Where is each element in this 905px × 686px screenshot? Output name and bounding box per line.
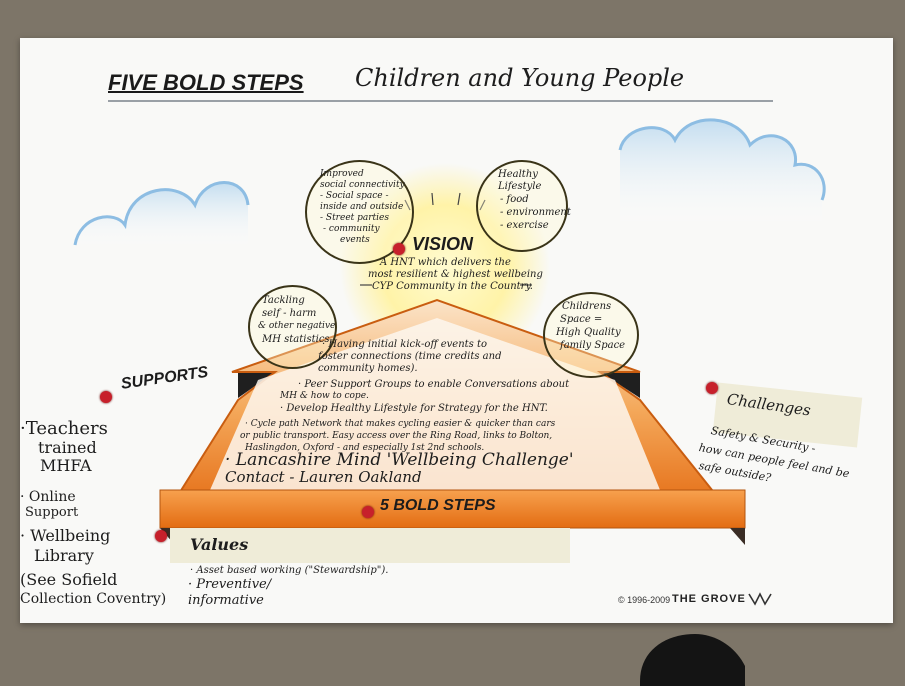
supports-note-4: · Online	[20, 489, 76, 505]
bubble-healthy-line-0: Healthy	[498, 169, 538, 180]
bubble-childrens	[543, 292, 639, 378]
cloud-right-icon	[618, 118, 826, 230]
supports-note-1: trained	[38, 438, 97, 457]
bubble-childrens-line-3: family Space	[560, 340, 626, 351]
house-inner	[210, 318, 660, 490]
steps-text-9: · Lancashire Mind 'Wellbeing Challenge'	[225, 450, 574, 470]
steps-text-10: Contact - Lauren Oakland	[225, 468, 422, 486]
vision-label: VISION	[412, 234, 474, 254]
supports-note-7: Library	[34, 546, 94, 565]
supports-note-9: Collection Coventry)	[20, 591, 167, 607]
values-item-0: · Asset based working ("Stewardship").	[190, 565, 389, 576]
slab-side-right	[730, 528, 745, 545]
copyright-text: © 1996-2009	[618, 595, 671, 605]
steps-text-3: · Peer Support Groups to enable Conversa…	[298, 379, 570, 390]
poster-title: FIVE BOLD STEPS	[108, 70, 304, 95]
values-item-1: · Preventive/	[188, 577, 272, 592]
bubble-self-harm-line-1: self - harm	[262, 308, 317, 319]
values-dot	[155, 530, 167, 542]
five-steps-dot	[362, 506, 374, 518]
bubble-healthy	[476, 160, 568, 252]
supports-note-2: MHFA	[40, 456, 92, 475]
vision-text-0: A HNT which delivers the	[380, 257, 511, 268]
bubble-healthy-line-1: Lifestyle	[498, 181, 542, 192]
bubble-childrens-line-2: High Quality	[556, 327, 621, 338]
steps-text-7: or public transport. Easy access over th…	[240, 431, 553, 441]
bubble-social-line-5: - community	[323, 224, 380, 234]
steps-text-6: · Cycle path Network that makes cycling …	[245, 419, 556, 429]
supports-note-8: (See Sofield	[20, 570, 118, 589]
shoe-shape	[640, 634, 745, 686]
supports-dot	[100, 391, 112, 403]
vision-dot	[393, 243, 405, 255]
cloud-left-icon	[73, 181, 250, 250]
bubble-social-line-2: - Social space -	[320, 191, 389, 201]
steps-text-4: MH & how to cope.	[280, 391, 369, 401]
title-underline	[108, 100, 773, 102]
bubble-social-line-4: - Street parties	[320, 213, 389, 223]
five-steps-label: 5 BOLD STEPS	[380, 497, 496, 514]
supports-note-0: ·Teachers	[20, 418, 108, 439]
steps-text-8: Haslingdon, Oxford - and especially 1st …	[245, 443, 485, 453]
bubble-self-harm-line-2: & other negative	[258, 321, 336, 331]
supports-note-6: · Wellbeing	[20, 526, 111, 545]
poster-subtitle: Children and Young People	[355, 64, 685, 92]
supports-note-5: Support	[25, 505, 79, 520]
bubble-self-harm-line-0: Tackling	[262, 295, 305, 306]
challenges-dot	[706, 382, 718, 394]
bubble-childrens-line-0: Childrens	[562, 301, 612, 312]
bubble-social-line-0: Improved	[320, 169, 364, 179]
vision-text-1: most resilient & highest wellbeing	[368, 269, 543, 280]
values-label: Values	[190, 535, 249, 554]
steps-text-5: · Develop Healthy Lifestyle for Strategy…	[280, 403, 548, 414]
brand-name: THE GROVE	[672, 593, 746, 605]
bubble-self-harm-line-3: MH statistics.	[262, 334, 333, 345]
vision-text-2: CYP Community in the Country.	[372, 281, 533, 292]
steps-text-0: · Having initial kick-off events to	[322, 339, 487, 350]
bubble-healthy-line-2: - food	[500, 194, 529, 205]
bubble-social-line-6: events	[340, 235, 370, 245]
bubble-social-line-1: social connectivity	[320, 180, 405, 190]
grove-logo-icon	[748, 592, 772, 606]
bubble-childrens-line-1: Space =	[560, 314, 603, 325]
bubble-self-harm	[248, 285, 337, 369]
bubble-healthy-line-3: - environment	[500, 207, 571, 218]
bubble-social-line-3: inside and outside	[320, 202, 404, 212]
steps-text-2: community homes).	[318, 363, 418, 374]
values-note	[170, 528, 570, 563]
steps-text-1: foster connections (time credits and	[318, 351, 502, 362]
values-item-2: informative	[188, 593, 264, 608]
bubble-healthy-line-4: - exercise	[500, 220, 549, 231]
